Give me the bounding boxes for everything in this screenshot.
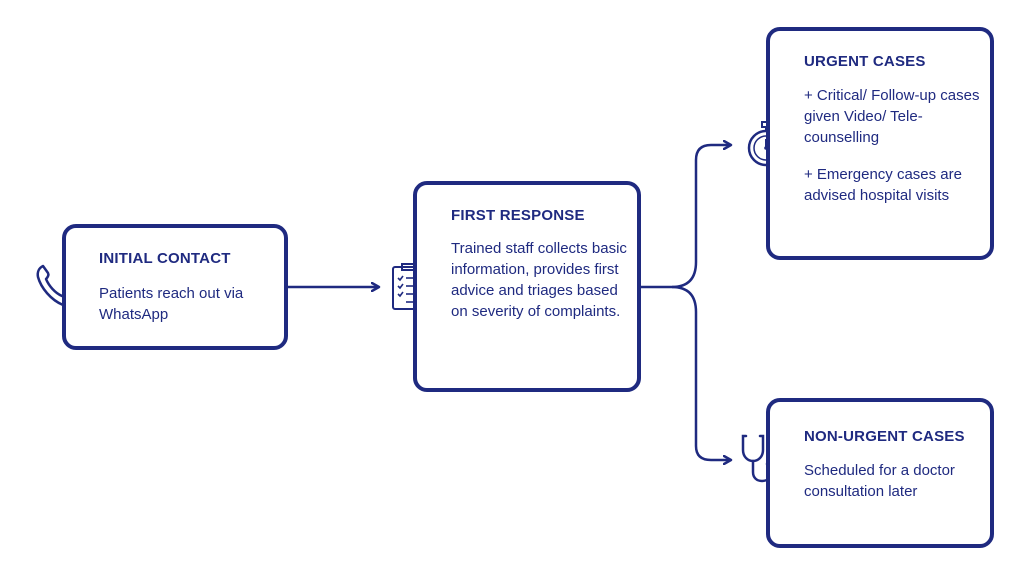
initial-contact-title: INITIAL CONTACT: [99, 250, 231, 267]
initial-contact-box: INITIAL CONTACT Patients reach out via W…: [62, 224, 288, 350]
non-urgent-cases-title: NON-URGENT CASES: [804, 428, 965, 445]
arrow-to-nonurgent: [671, 285, 730, 460]
urgent-cases-title: URGENT CASES: [804, 53, 926, 70]
non-urgent-cases-box: NON-URGENT CASES Scheduled for a doctor …: [766, 398, 994, 548]
urgent-cases-body-critical: + Critical/ Follow-up cases given Video/…: [804, 87, 980, 146]
first-response-title: FIRST RESPONSE: [451, 207, 585, 224]
initial-contact-body: Patients reach out via WhatsApp: [99, 285, 244, 323]
arrow-to-urgent: [671, 145, 730, 289]
urgent-cases-box: URGENT CASES + Critical/ Follow-up cases…: [766, 27, 994, 260]
urgent-cases-body-emergency: + Emergency cases are advised hospital v…: [804, 166, 962, 204]
non-urgent-cases-body: Scheduled for a doctor consultation late…: [804, 462, 955, 500]
first-response-box: FIRST RESPONSE Trained staff collects ba…: [413, 181, 641, 392]
first-response-body: Trained staff collects basic information…: [451, 240, 627, 320]
